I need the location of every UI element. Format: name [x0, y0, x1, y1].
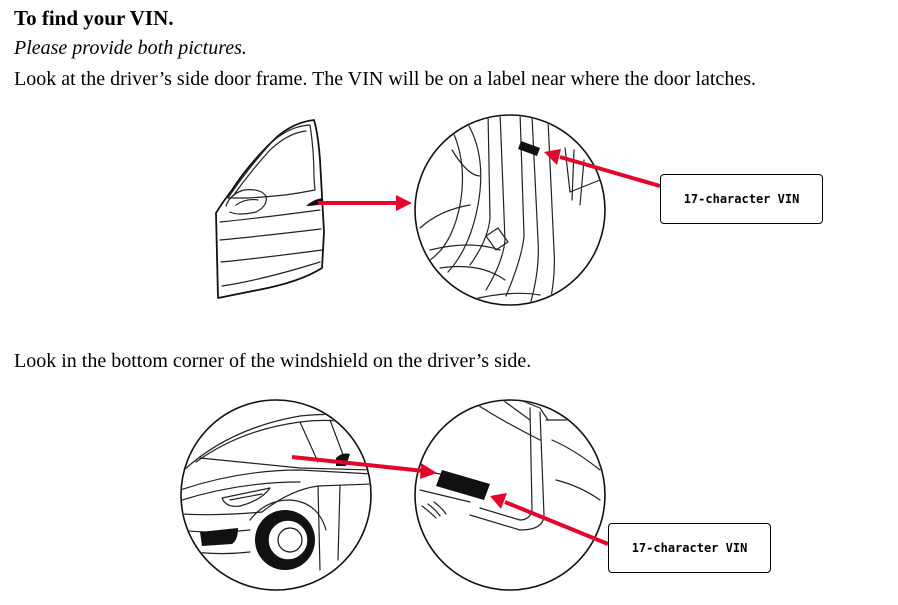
windshield-vin-label-arrow [490, 493, 609, 546]
windshield-instruction: Look in the bottom corner of the windshi… [14, 350, 532, 372]
page-subheading: Please provide both pictures. [14, 37, 247, 59]
door-vin-label-arrow [544, 149, 661, 188]
door-pointer-arrow [318, 195, 412, 211]
windshield-corner-closeup [414, 399, 606, 591]
door-vin-callout: 17-character VIN [660, 174, 823, 224]
car-front-illustration [180, 399, 372, 591]
car-door-illustration [215, 119, 325, 299]
windshield-vin-callout: 17-character VIN [608, 523, 771, 573]
windshield-pointer-arrow [291, 455, 437, 479]
door-frame-closeup [414, 114, 606, 306]
door-frame-instruction: Look at the driver’s side door frame. Th… [14, 68, 756, 90]
door-frame-figure [215, 114, 661, 306]
windshield-figure [180, 399, 609, 591]
page-heading: To find your VIN. [14, 6, 174, 30]
